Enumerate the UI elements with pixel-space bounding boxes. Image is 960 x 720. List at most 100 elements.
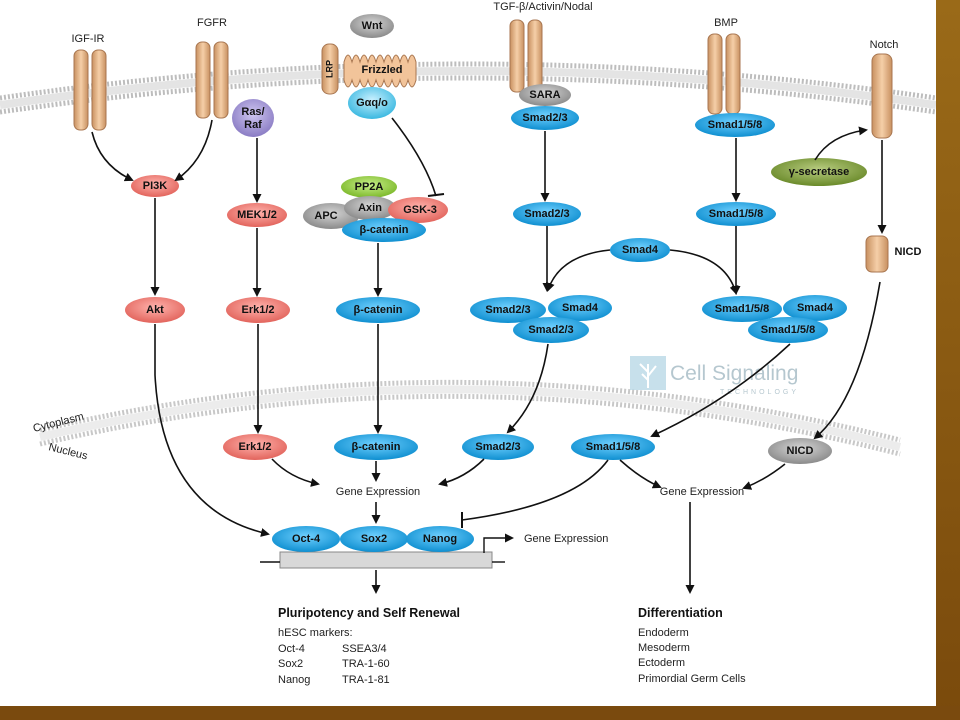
pathway-diagram: IGF-IR FGFR TGF-β/Activin/Nodal BMP Notc…	[0, 0, 937, 706]
gene-expr-right: Gene Expression	[660, 486, 744, 498]
nuclear-membrane	[39, 379, 901, 457]
gene-expr-left: Gene Expression	[336, 486, 420, 498]
bmp-label: BMP	[714, 17, 738, 29]
nicd-cyto-label: NICD	[895, 246, 922, 258]
marker-row-2-a: Sox2	[278, 658, 303, 670]
nicd-cyto-node: NICD	[865, 235, 922, 273]
smad-complex-a: Smad2/3 Smad4 Smad2/3	[470, 295, 612, 343]
gaq-node: Gαq/o	[348, 87, 396, 119]
cmplx-a-s4-label: Smad4	[562, 302, 599, 314]
diff-item-4: Primordial Germ Cells	[638, 673, 746, 685]
smad158-nuc-node: Smad1/5/8	[571, 434, 655, 460]
bcat2-node: β-catenin	[336, 297, 420, 323]
smad158-top-node: Smad1/5/8	[695, 113, 775, 137]
smad158-mid-label: Smad1/5/8	[709, 208, 763, 220]
wnt-label: Wnt	[362, 20, 383, 32]
differentiation-title: Differentiation	[638, 606, 723, 620]
mek-node: MEK1/2	[227, 203, 287, 227]
cmplx-a-s23-label: Smad2/3	[485, 304, 530, 316]
slide-bottom-border	[0, 706, 960, 720]
pluripotency-subtitle: hESC markers:	[278, 627, 353, 639]
marker-row-1-a: Oct-4	[278, 643, 305, 655]
gamma-secretase-label: γ-secretase	[789, 166, 850, 178]
plasma-membrane	[0, 61, 937, 115]
bcat-nuc-node: β-catenin	[334, 434, 418, 460]
smad4-label: Smad4	[622, 244, 659, 256]
mek-label: MEK1/2	[237, 209, 277, 221]
diff-item-2: Mesoderm	[638, 642, 690, 654]
gaq-label: Gαq/o	[356, 97, 388, 109]
notch-label: Notch	[870, 39, 899, 51]
bmp-receptor	[707, 33, 741, 115]
sara-node: SARA	[519, 84, 571, 106]
gsk3-label: GSK-3	[403, 204, 437, 216]
smad-complex-b: Smad1/5/8 Smad4 Smad1/5/8	[702, 295, 847, 343]
akt-node: Akt	[125, 297, 185, 323]
smad23-top-label: Smad2/3	[522, 112, 567, 124]
smad158-mid-node: Smad1/5/8	[696, 202, 776, 226]
sara-label: SARA	[529, 89, 560, 101]
promoter-arrow	[483, 533, 514, 553]
fgfr-label: FGFR	[197, 17, 227, 29]
axin-label: Axin	[358, 202, 382, 214]
cell-signaling-logo: Cell Signaling TECHNOLOGY	[630, 356, 799, 396]
smad23-nuc-label: Smad2/3	[475, 441, 520, 453]
cmplx-a-s23b-label: Smad2/3	[528, 324, 573, 336]
nanog-label: Nanog	[423, 533, 457, 545]
erk-cyto-node: Erk1/2	[226, 297, 290, 323]
gene-expr-promoter: Gene Expression	[524, 533, 608, 545]
smad23-mid-label: Smad2/3	[524, 208, 569, 220]
frizzled-label: Frizzled	[362, 64, 403, 76]
bcat2-label: β-catenin	[354, 304, 403, 316]
bcat1-label: β-catenin	[360, 224, 409, 236]
diff-item-1: Endoderm	[638, 627, 689, 639]
fgfr-receptor	[195, 41, 229, 119]
smad23-top-node: Smad2/3	[511, 106, 579, 130]
lrp-label: LRP	[324, 60, 334, 78]
apc-label: APC	[314, 210, 337, 222]
gamma-secretase-node: γ-secretase	[771, 158, 867, 186]
pluripotency-panel: Pluripotency and Self Renewal hESC marke…	[278, 606, 460, 686]
dna-promoter	[260, 551, 505, 569]
logo-sub: TECHNOLOGY	[720, 389, 799, 396]
erk-cyto-label: Erk1/2	[241, 304, 274, 316]
oct4-label: Oct-4	[292, 533, 321, 545]
smad158-nuc-label: Smad1/5/8	[586, 441, 640, 453]
ras-label: Ras/	[241, 106, 264, 118]
bcat-nuc-label: β-catenin	[352, 441, 401, 453]
pathway-arrows	[91, 117, 887, 594]
wnt-ligand: Wnt	[350, 14, 394, 38]
pp2a-label: PP2A	[355, 181, 384, 193]
cmplx-b-s4-label: Smad4	[797, 302, 834, 314]
pi3k-node: PI3K	[131, 175, 179, 197]
marker-row-3-a: Nanog	[278, 674, 310, 686]
cmplx-b-s158-label: Smad1/5/8	[715, 303, 769, 315]
oct4-node: Oct-4	[272, 526, 340, 552]
differentiation-panel: Differentiation Endoderm Mesoderm Ectode…	[638, 606, 746, 685]
lrp-receptor: LRP	[321, 43, 339, 95]
slide-right-border	[936, 0, 960, 720]
marker-row-2-b: TRA-1-60	[342, 658, 390, 670]
pi3k-label: PI3K	[143, 180, 168, 192]
nucleus-label: Nucleus	[47, 441, 89, 462]
ras-raf-node: Ras/ Raf	[232, 99, 274, 137]
diff-item-3: Ectoderm	[638, 657, 685, 669]
logo-name: Cell Signaling	[670, 362, 798, 385]
erk-nuc-node: Erk1/2	[223, 434, 287, 460]
smad158-top-label: Smad1/5/8	[708, 119, 762, 131]
frizzled-receptor: Frizzled	[343, 54, 417, 88]
pluripotency-title: Pluripotency and Self Renewal	[278, 606, 460, 620]
erk-nuc-label: Erk1/2	[238, 441, 271, 453]
sox2-node: Sox2	[340, 526, 408, 552]
raf-label: Raf	[244, 119, 262, 131]
notch-receptor	[871, 53, 893, 139]
igf-ir-label: IGF-IR	[72, 33, 105, 45]
marker-row-3-b: TRA-1-81	[342, 674, 390, 686]
smad23-nuc-node: Smad2/3	[462, 434, 534, 460]
nicd-nuc-node: NICD	[768, 438, 832, 464]
nicd-nuc-label: NICD	[787, 445, 814, 457]
akt-label: Akt	[146, 304, 164, 316]
smad23-mid-node: Smad2/3	[513, 202, 581, 226]
tgf-label: TGF-β/Activin/Nodal	[493, 1, 592, 13]
sox2-label: Sox2	[361, 533, 387, 545]
